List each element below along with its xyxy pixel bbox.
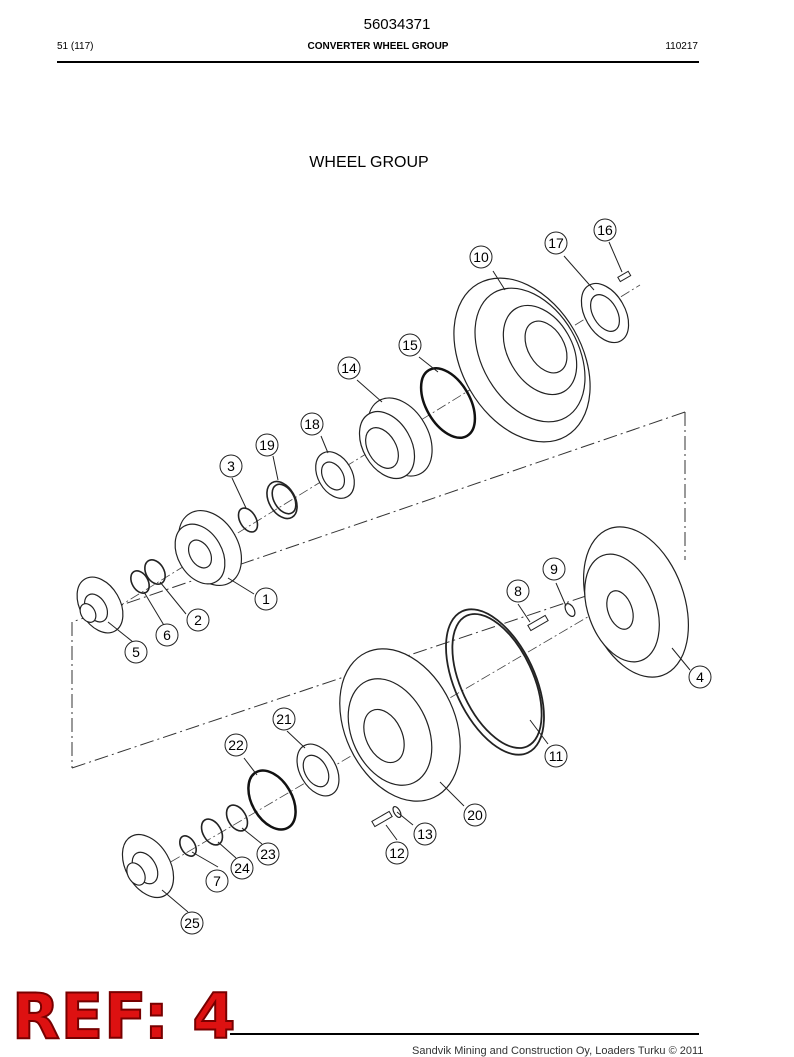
part-6-ring bbox=[130, 570, 150, 594]
svg-text:4: 4 bbox=[696, 669, 704, 685]
svg-text:1: 1 bbox=[262, 591, 270, 607]
header-rule bbox=[57, 61, 699, 63]
footer-rule bbox=[230, 1033, 699, 1035]
callout-1: 1 bbox=[254, 587, 278, 611]
part-24-ring bbox=[200, 818, 224, 846]
svg-text:18: 18 bbox=[304, 416, 320, 432]
callout-12: 12 bbox=[385, 841, 409, 865]
callout-4: 4 bbox=[688, 665, 712, 689]
callout-8: 8 bbox=[506, 579, 530, 603]
part-5-flange bbox=[76, 576, 124, 634]
callout-21: 21 bbox=[272, 707, 296, 731]
part-25-flange bbox=[121, 833, 175, 899]
part-8-bolt bbox=[527, 614, 549, 632]
part-16-bolt bbox=[617, 270, 632, 283]
callout-6: 6 bbox=[155, 623, 179, 647]
part-21-bearing bbox=[296, 743, 340, 797]
footer-copyright: Sandvik Mining and Construction Oy, Load… bbox=[412, 1045, 704, 1057]
part-3-ring bbox=[237, 507, 259, 533]
svg-text:21: 21 bbox=[276, 711, 292, 727]
svg-text:8: 8 bbox=[514, 583, 522, 599]
section-title: CONVERTER WHEEL GROUP bbox=[307, 41, 449, 52]
svg-text:9: 9 bbox=[550, 561, 558, 577]
svg-text:2: 2 bbox=[194, 612, 202, 628]
svg-text:22: 22 bbox=[228, 737, 244, 753]
date-code: 110217 bbox=[665, 41, 698, 52]
part-1-turbine-wheel bbox=[174, 510, 243, 586]
page-number: 51 (117) bbox=[57, 41, 94, 52]
part-9-washer bbox=[564, 603, 576, 617]
ref-stamp: REF: 4 bbox=[11, 980, 237, 1053]
part-19-ring bbox=[266, 480, 298, 520]
part-2-ring bbox=[144, 559, 166, 585]
callout-13: 13 bbox=[413, 822, 437, 846]
svg-text:12: 12 bbox=[389, 845, 405, 861]
svg-text:25: 25 bbox=[184, 915, 200, 931]
part-10-pump-wheel bbox=[453, 277, 591, 443]
diagram-title: WHEEL GROUP bbox=[309, 154, 429, 171]
dash-dot-frame bbox=[71, 411, 686, 769]
part-22-o-ring bbox=[247, 769, 297, 831]
svg-text:23: 23 bbox=[260, 846, 276, 862]
part-17-plate bbox=[580, 282, 630, 344]
svg-text:16: 16 bbox=[597, 222, 613, 238]
svg-text:5: 5 bbox=[132, 644, 140, 660]
svg-text:3: 3 bbox=[227, 458, 235, 474]
svg-text:10: 10 bbox=[473, 249, 489, 265]
svg-text:6: 6 bbox=[163, 627, 171, 643]
part-23-ring bbox=[225, 804, 249, 832]
callout-14: 14 bbox=[337, 356, 361, 380]
svg-text:14: 14 bbox=[341, 360, 357, 376]
part-20-housing bbox=[339, 648, 461, 802]
callout-24: 24 bbox=[230, 856, 254, 880]
part-14-hub bbox=[358, 397, 433, 480]
svg-text:7: 7 bbox=[213, 873, 221, 889]
svg-text:13: 13 bbox=[417, 826, 433, 842]
callout-2: 2 bbox=[186, 608, 210, 632]
svg-text:19: 19 bbox=[259, 437, 275, 453]
svg-text:15: 15 bbox=[402, 337, 418, 353]
callout-18: 18 bbox=[300, 412, 324, 436]
part-4-cover bbox=[582, 526, 690, 678]
svg-text:17: 17 bbox=[548, 235, 564, 251]
callout-17: 17 bbox=[544, 231, 568, 255]
part-18-bearing bbox=[315, 451, 355, 499]
callout-9: 9 bbox=[542, 557, 566, 581]
callout-20: 20 bbox=[463, 803, 487, 827]
document-number: 56034371 bbox=[363, 16, 431, 33]
callout-16: 16 bbox=[593, 218, 617, 242]
svg-text:24: 24 bbox=[234, 860, 250, 876]
part-15-o-ring bbox=[419, 367, 477, 439]
callout-7: 7 bbox=[205, 869, 229, 893]
part-11-seal-ring bbox=[445, 608, 545, 756]
callout-23: 23 bbox=[256, 842, 280, 866]
callout-10: 10 bbox=[469, 245, 493, 269]
part-7-ring bbox=[179, 835, 197, 857]
part-12-bolt bbox=[371, 810, 393, 828]
callout-19: 19 bbox=[255, 433, 279, 457]
part-13-washer bbox=[392, 805, 402, 819]
callout-3: 3 bbox=[219, 454, 243, 478]
callout-11: 11 bbox=[544, 744, 568, 768]
leader-lines bbox=[107, 241, 691, 913]
svg-text:11: 11 bbox=[549, 748, 564, 764]
callout-22: 22 bbox=[224, 733, 248, 757]
callout-15: 15 bbox=[398, 333, 422, 357]
callout-25: 25 bbox=[180, 911, 204, 935]
callout-5: 5 bbox=[124, 640, 148, 664]
svg-text:20: 20 bbox=[467, 807, 483, 823]
